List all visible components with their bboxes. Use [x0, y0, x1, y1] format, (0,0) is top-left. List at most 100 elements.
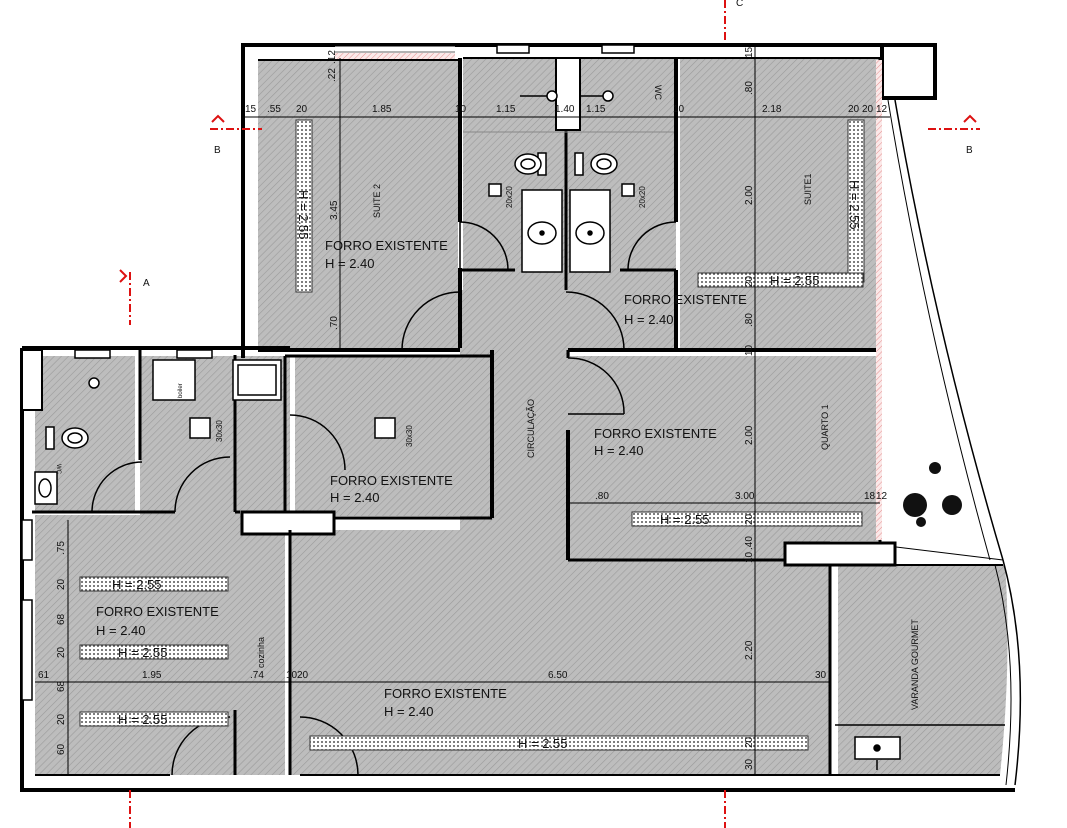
svg-text:10: 10 — [744, 551, 755, 563]
room-name-wc: WC — [653, 85, 663, 100]
room-name-varanda: VARANDA GOURMET — [910, 619, 920, 710]
vent-icon — [488, 183, 502, 197]
toilet-icon — [45, 426, 89, 450]
ceiling-hatch — [35, 58, 1008, 775]
window-sill-strip — [335, 53, 455, 59]
room-name-suite1: SUITE1 — [803, 173, 813, 205]
svg-text:2.18: 2.18 — [762, 104, 782, 115]
svg-text:20: 20 — [296, 104, 308, 115]
ceiling-note-height: H = 2.40 — [330, 490, 380, 505]
vent-icon — [374, 417, 396, 439]
svg-text:.55: .55 — [267, 104, 281, 115]
svg-text:.80: .80 — [744, 313, 755, 327]
ceiling-note-height: H = 2.40 — [384, 704, 434, 719]
top-small-dimensions: .22 .12 15 .80 — [327, 46, 755, 95]
svg-text:20: 20 — [744, 275, 755, 287]
svg-text:10: 10 — [455, 104, 467, 115]
svg-text:3.45: 3.45 — [329, 200, 340, 220]
shower-icon — [602, 90, 614, 102]
svg-text:15: 15 — [245, 104, 257, 115]
svg-text:2.20: 2.20 — [744, 640, 755, 660]
room-name-wc-service: WC — [55, 464, 61, 475]
svg-text:20: 20 — [56, 713, 67, 725]
svg-text:30: 30 — [815, 670, 827, 681]
svg-text:.22: .22 — [327, 68, 338, 82]
svg-text:10: 10 — [286, 670, 298, 681]
dimension-lines — [35, 45, 890, 775]
svg-text:15: 15 — [744, 46, 755, 58]
room-name-circulacao: CIRCULAÇÃO — [526, 399, 536, 458]
shower-icon — [88, 377, 100, 389]
ceiling-note-title: FORRO EXISTENTE — [330, 473, 453, 488]
lowered-ceiling-strips — [79, 119, 865, 751]
lowered-ceiling-label: H = 2.55 — [770, 273, 820, 288]
ceiling-note-title: FORRO EXISTENTE — [96, 604, 219, 619]
svg-text:.74: .74 — [250, 670, 264, 681]
svg-text:20: 20 — [744, 513, 755, 525]
ceiling-note-height: H = 2.40 — [624, 312, 674, 327]
svg-text:1.15: 1.15 — [586, 104, 606, 115]
svg-text:20: 20 — [56, 646, 67, 658]
svg-text:20: 20 — [297, 670, 309, 681]
svg-text:.75: .75 — [56, 541, 67, 555]
lowered-ceiling-label: H = 2.55 — [118, 645, 168, 660]
svg-text:68: 68 — [56, 680, 67, 692]
kitchen-horizontal-dimensions: 61 1.95 .74 10 20 6.50 30 — [38, 670, 827, 681]
room-name-quarto1: QUARTO 1 — [820, 404, 830, 450]
walls — [20, 43, 1022, 792]
laundry-tank-icon — [232, 359, 282, 401]
existing-ceiling-notes: FORRO EXISTENTE H = 2.40 FORRO EXISTENTE… — [96, 238, 747, 719]
fixtures — [34, 90, 901, 770]
svg-text:.40: .40 — [744, 536, 755, 550]
sink-icon — [569, 189, 611, 273]
lowered-ceiling-label: H = 2.55 — [296, 190, 311, 240]
lowered-ceiling-label: H = 2.55 — [118, 712, 168, 727]
svg-text:12: 12 — [876, 104, 888, 115]
ceiling-note-title: FORRO EXISTENTE — [624, 292, 747, 307]
living-vertical-dimensions: 2.20 20 30 — [744, 640, 755, 770]
svg-text:.12: .12 — [327, 50, 338, 64]
vent-label: 30x30 — [215, 420, 224, 442]
svg-text:20: 20 — [862, 104, 874, 115]
lowered-ceiling-label: H = 2.55 — [112, 577, 162, 592]
section-mark-c: C — [736, 0, 743, 9]
room-names: SUITE 2 SUITE1 QUARTO 1 CIRCULAÇÃO cozin… — [55, 85, 920, 710]
toilet-icon — [574, 152, 618, 176]
ceiling-note-height: H = 2.40 — [96, 623, 146, 638]
svg-text:1.40: 1.40 — [555, 104, 575, 115]
shower-icon — [546, 90, 558, 102]
lowered-ceiling-label: H = 2.55 — [518, 736, 568, 751]
quarto-dimensions: 2.00 20 10 .40 — [744, 425, 755, 563]
room-name-cozinha: cozinha — [256, 637, 266, 668]
ceiling-note-title: FORRO EXISTENTE — [594, 426, 717, 441]
lowered-ceiling-labels: H = 2.55 H = 2.55 H = 2.55 H = 2.55 H = … — [112, 180, 862, 751]
svg-text:60: 60 — [56, 743, 67, 755]
section-mark-a: A — [143, 278, 150, 289]
sink-icon — [521, 189, 563, 273]
svg-text:18: 18 — [864, 491, 876, 502]
svg-text:1.95: 1.95 — [142, 670, 162, 681]
svg-text:10: 10 — [744, 344, 755, 356]
svg-text:68: 68 — [56, 613, 67, 625]
svg-text:.80: .80 — [744, 81, 755, 95]
doors — [91, 221, 677, 776]
lowered-ceiling-label: H = 2.55 — [847, 180, 862, 230]
vent-label: 20x20 — [638, 186, 647, 208]
svg-text:3.00: 3.00 — [735, 491, 755, 502]
suite2-dimensions: 3.45 .70 — [329, 200, 340, 330]
svg-text:6.50: 6.50 — [548, 670, 568, 681]
vent-label: 20x20 — [505, 186, 514, 208]
ceiling-note-title: FORRO EXISTENTE — [384, 686, 507, 701]
svg-text:1.15: 1.15 — [496, 104, 516, 115]
quarto-horizontal-dimensions: .80 3.00 18 12 — [595, 491, 888, 502]
svg-text:10: 10 — [673, 104, 685, 115]
svg-text:.70: .70 — [329, 316, 340, 330]
svg-text:30: 30 — [744, 758, 755, 770]
ceiling-note-title: FORRO EXISTENTE — [325, 238, 448, 253]
svg-text:.80: .80 — [595, 491, 609, 502]
svg-text:61: 61 — [38, 670, 50, 681]
sink-icon — [34, 471, 58, 505]
lowered-ceiling-label: H = 2.55 — [660, 512, 710, 527]
